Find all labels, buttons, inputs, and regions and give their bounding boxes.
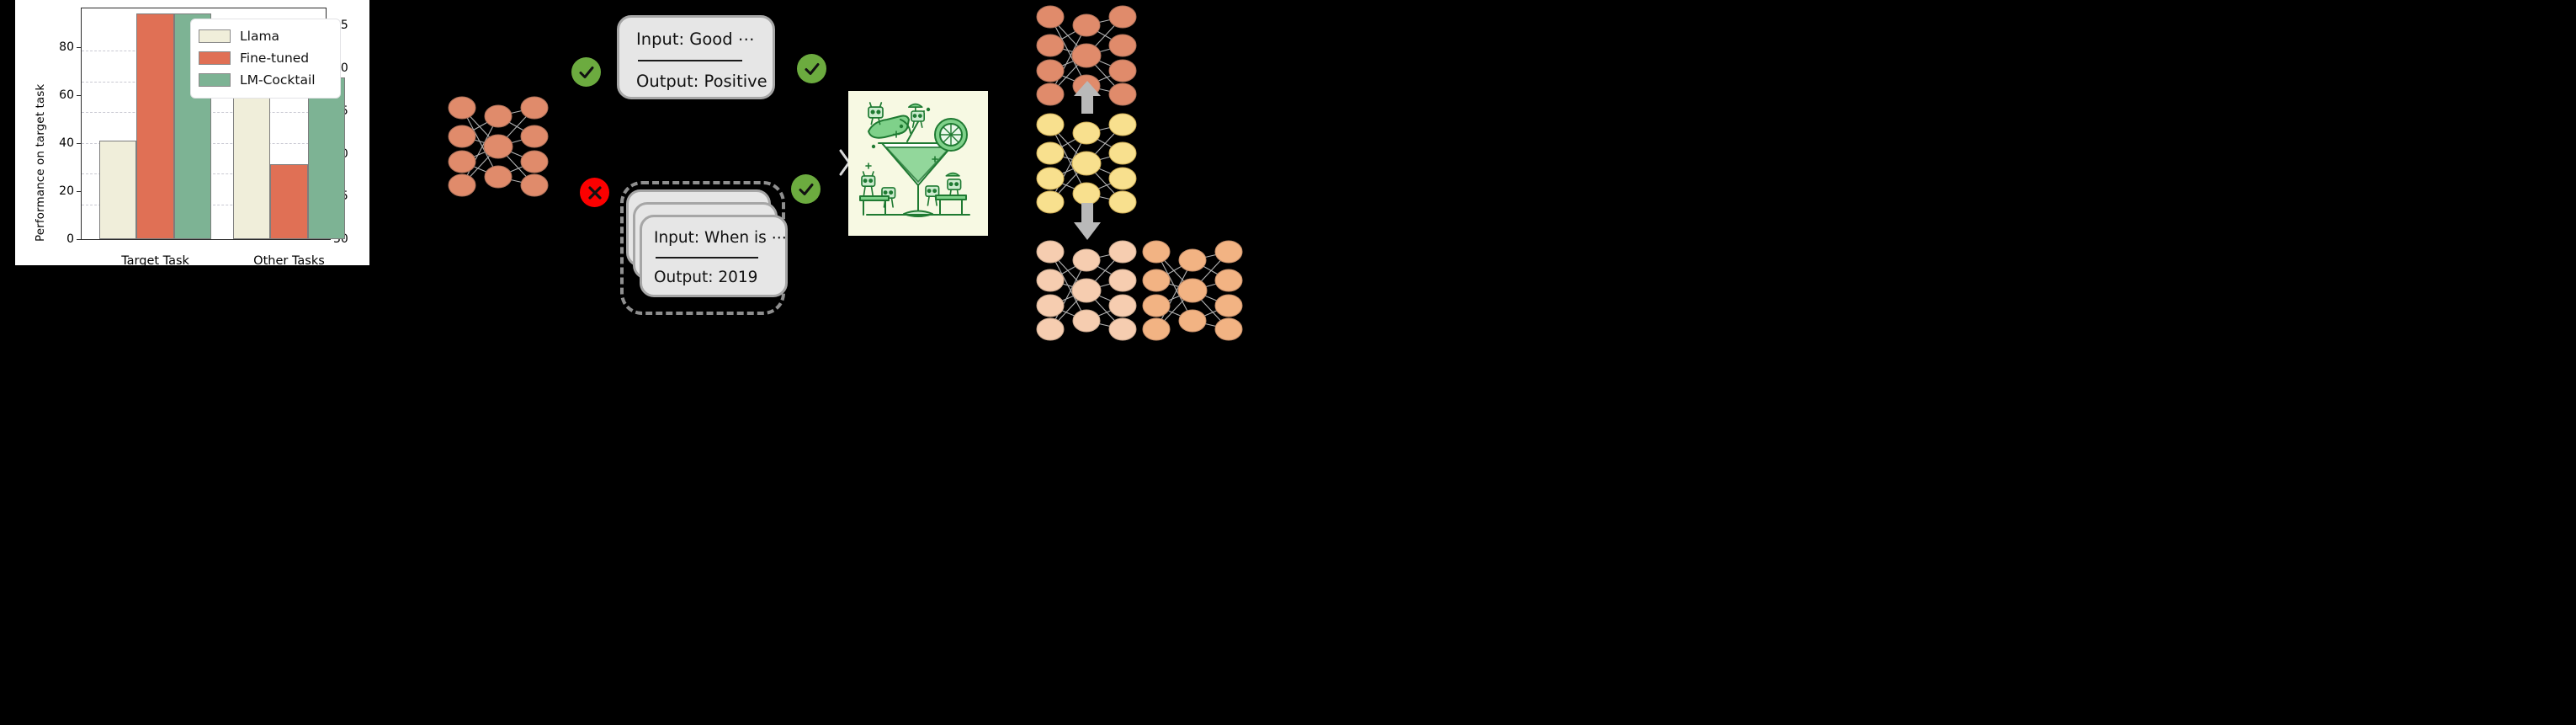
left-tick-label: 80 xyxy=(59,40,74,54)
card-output-line: Output: Positive xyxy=(636,72,767,92)
bar-other-lm-cocktail xyxy=(307,77,345,239)
other-task-example-card-front[interactable]: Input: When is ⋯ Output: 2019 xyxy=(640,215,788,297)
legend-label-lm-cocktail: LM-Cocktail xyxy=(240,72,316,88)
tick-mark xyxy=(77,94,82,96)
bar-chart-panel: Performance on target task Performance o… xyxy=(15,0,392,268)
check-icon xyxy=(791,174,821,204)
other-model-network xyxy=(1032,111,1141,216)
legend-swatch-fine-tuned xyxy=(199,51,231,65)
tick-mark xyxy=(326,239,331,240)
tick-mark xyxy=(77,190,82,192)
legend-item-fine-tuned: Fine-tuned xyxy=(199,47,332,69)
card-input-line: Input: Good ⋯ xyxy=(636,29,755,49)
x-category-label: Other Tasks xyxy=(253,254,325,268)
target-task-example-card[interactable]: Input: Good ⋯ Output: Positive xyxy=(617,15,775,99)
bar-other-fine-tuned xyxy=(270,163,308,239)
tick-mark xyxy=(77,46,82,48)
left-tick-label: 40 xyxy=(59,136,74,150)
card-divider xyxy=(656,257,758,259)
legend-item-lm-cocktail: LM-Cocktail xyxy=(199,69,332,91)
tick-mark xyxy=(77,239,82,240)
bar-other-llama xyxy=(232,95,271,239)
left-axis-title: Performance on target task xyxy=(34,83,47,242)
legend-swatch-lm-cocktail xyxy=(199,73,231,87)
legend-swatch-llama xyxy=(199,29,231,43)
legend-label-llama: Llama xyxy=(240,29,280,44)
card-content: Input: When is ⋯ Output: 2019 xyxy=(642,217,788,297)
cross-icon xyxy=(580,178,609,207)
arrow-down-icon xyxy=(1070,202,1104,244)
x-category-label: Target Task xyxy=(121,254,189,268)
card-output-line: Output: 2019 xyxy=(654,269,758,287)
legend-item-llama: Llama xyxy=(199,25,332,47)
tick-mark xyxy=(77,142,82,144)
bar-target-fine-tuned xyxy=(136,13,174,239)
check-icon xyxy=(571,57,601,87)
arrow-up-icon xyxy=(1070,79,1104,118)
left-tick-label: 20 xyxy=(59,184,74,198)
plot-wrapper: Performance on target task Performance o… xyxy=(15,0,392,268)
card-input-line: Input: When is ⋯ xyxy=(654,229,788,247)
legend-label-fine-tuned: Fine-tuned xyxy=(240,51,310,66)
plot-area: 80 60 40 20 0 55 50 45 40 35 xyxy=(59,8,348,268)
right-axis-title: Performance on other tasks xyxy=(379,82,392,242)
merged-model-network-a xyxy=(1032,238,1141,343)
left-tick-label: 60 xyxy=(59,88,74,102)
lm-cocktail-illustration xyxy=(848,91,988,236)
bar-target-llama xyxy=(98,141,137,239)
card-content: Input: Good ⋯ Output: Positive xyxy=(619,18,773,104)
merged-model-network-b xyxy=(1138,238,1247,343)
card-divider xyxy=(638,60,742,62)
base-model-network xyxy=(443,94,553,199)
check-icon xyxy=(797,54,826,83)
left-tick-label: 0 xyxy=(66,232,74,246)
chart-legend: Llama Fine-tuned LM-Cocktail xyxy=(190,19,341,99)
